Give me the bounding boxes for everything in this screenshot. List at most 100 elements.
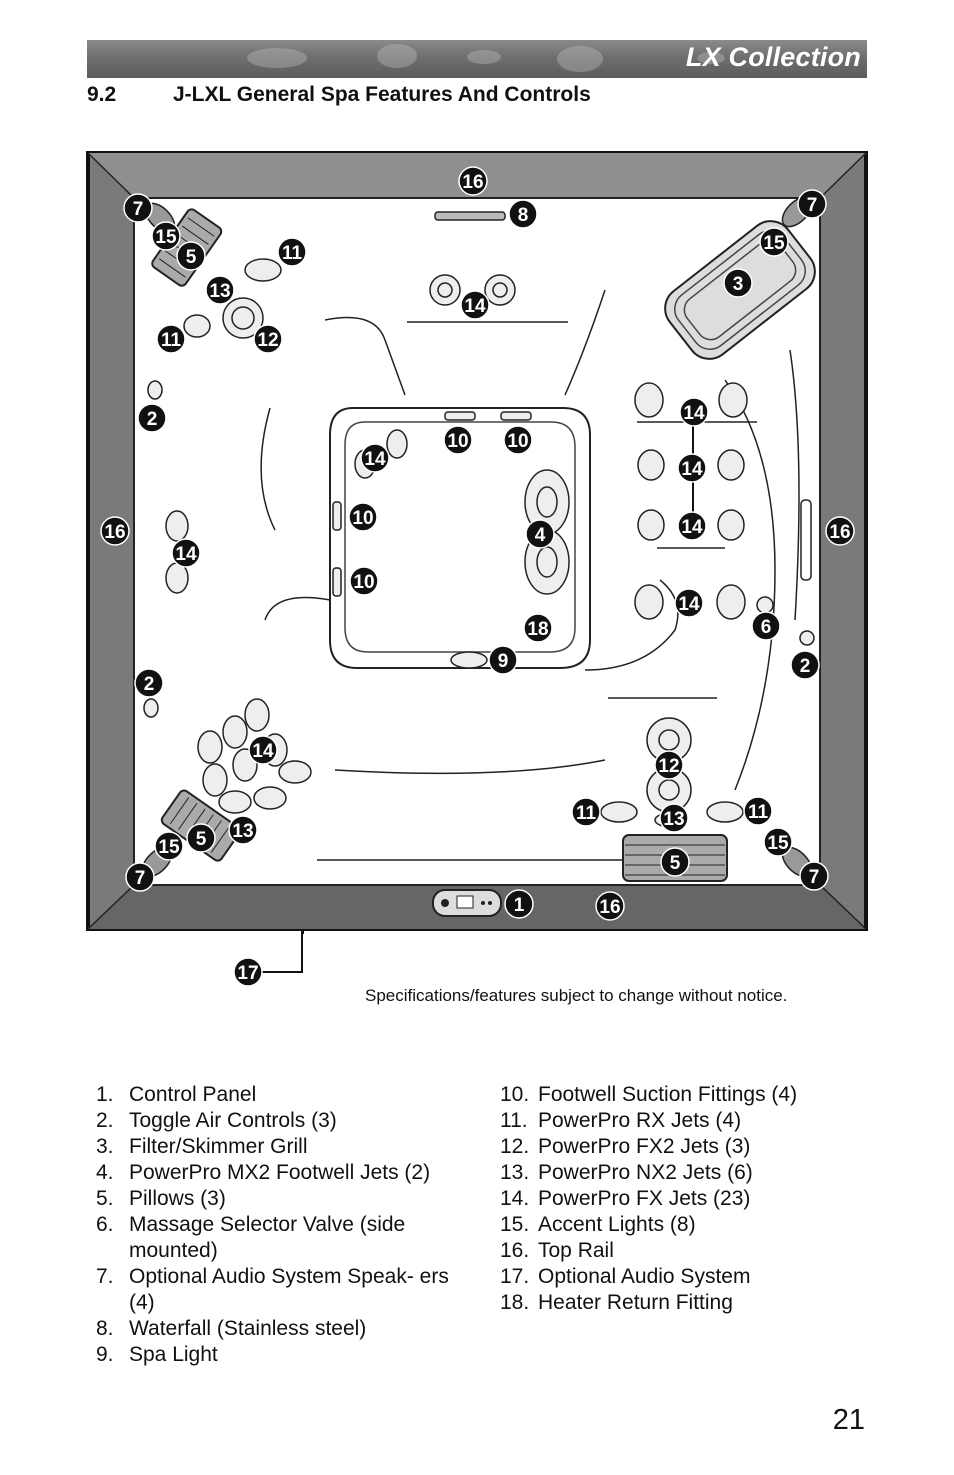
- legend-item: 1.Control Panel: [96, 1083, 257, 1106]
- svg-text:7: 7: [809, 867, 820, 888]
- callout-7-tr: 7: [797, 189, 827, 219]
- svg-text:16: 16: [104, 522, 125, 543]
- svg-text:1: 1: [514, 895, 525, 916]
- callout-6: 6: [751, 611, 781, 641]
- callout-4: 4: [525, 519, 555, 549]
- callout-2-right: 2: [790, 650, 820, 680]
- svg-text:14: 14: [464, 296, 486, 317]
- svg-text:12: 12: [658, 756, 679, 777]
- legend-item: 10.Footwell Suction Fittings (4): [500, 1083, 798, 1106]
- legend-item: 4.PowerPro MX2 Footwell Jets (2): [96, 1161, 431, 1184]
- svg-text:17: 17: [237, 963, 258, 984]
- svg-text:14: 14: [681, 517, 703, 538]
- legend-item: 9.Spa Light: [96, 1343, 218, 1366]
- callout-17: 17: [233, 957, 263, 987]
- svg-text:10: 10: [507, 431, 528, 452]
- svg-text:10: 10: [353, 572, 374, 593]
- callout-15-tl: 15: [151, 221, 181, 251]
- svg-text:2: 2: [800, 656, 811, 677]
- svg-text:13: 13: [232, 821, 253, 842]
- callout-10-a: 10: [443, 425, 473, 455]
- callout-14-footwell: 14: [360, 443, 390, 473]
- banner-title: LX Collection: [685, 42, 861, 72]
- svg-text:6: 6: [761, 617, 772, 638]
- svg-text:16: 16: [462, 172, 483, 193]
- callout-3: 3: [723, 268, 753, 298]
- svg-text:7: 7: [133, 199, 144, 220]
- callout-15-br: 15: [763, 827, 793, 857]
- callout-13-bottom: 13: [659, 803, 689, 833]
- callout-18: 18: [523, 613, 553, 643]
- svg-text:2: 2: [144, 674, 155, 695]
- legend-left: 1.Control Panel 2.Toggle Air Controls (3…: [96, 1082, 456, 1368]
- svg-text:11: 11: [576, 803, 597, 824]
- legend-item: 12.PowerPro FX2 Jets (3): [500, 1135, 751, 1158]
- footwell: [329, 407, 591, 669]
- svg-text:16: 16: [599, 897, 620, 918]
- callout-11-tl1: 11: [277, 237, 307, 267]
- callout-11-tl2: 11: [156, 324, 186, 354]
- callout-14-right4: 14: [674, 588, 704, 618]
- svg-text:14: 14: [252, 741, 274, 762]
- callout-10-d: 10: [349, 566, 379, 596]
- callout-16-top: 16: [458, 166, 488, 196]
- callout-16-right: 16: [825, 516, 855, 546]
- callout-12-tl: 12: [253, 324, 283, 354]
- svg-text:11: 11: [748, 802, 769, 823]
- svg-text:16: 16: [829, 522, 850, 543]
- svg-text:14: 14: [683, 403, 705, 424]
- svg-text:5: 5: [670, 853, 681, 874]
- svg-text:13: 13: [663, 809, 684, 830]
- svg-text:12: 12: [257, 330, 278, 351]
- callout-5-bottom: 5: [660, 847, 690, 877]
- svg-text:14: 14: [364, 449, 386, 470]
- legend-item: 15.Accent Lights (8): [500, 1213, 696, 1236]
- callout-11-b2: 11: [743, 796, 773, 826]
- svg-text:15: 15: [155, 227, 177, 248]
- callouts: 16 8 7 7 15 15 5 11 13 3 11 12 14 2 14 1…: [100, 166, 855, 987]
- legend-item: 8.Waterfall (Stainless steel): [96, 1317, 367, 1340]
- svg-text:18: 18: [527, 619, 548, 640]
- callout-12-bottom: 12: [654, 750, 684, 780]
- legend-item: 13.PowerPro NX2 Jets (6): [500, 1161, 753, 1184]
- callout-11-b1: 11: [571, 797, 601, 827]
- svg-text:5: 5: [196, 829, 207, 850]
- callout-16-bottom: 16: [595, 891, 625, 921]
- legend-item: 14.PowerPro FX Jets (23): [500, 1187, 751, 1210]
- callout-15-tr: 15: [759, 227, 789, 257]
- callout-14-right1: 14: [679, 397, 709, 427]
- callout-7-br: 7: [799, 861, 829, 891]
- callout-5-bl: 5: [186, 823, 216, 853]
- svg-text:9: 9: [498, 651, 509, 672]
- callout-10-c: 10: [348, 502, 378, 532]
- svg-text:2: 2: [147, 409, 158, 430]
- svg-text:7: 7: [135, 868, 146, 889]
- callout-14-left: 14: [171, 538, 201, 568]
- waterfall: [434, 211, 506, 221]
- svg-text:11: 11: [161, 330, 182, 351]
- callout-10-b: 10: [503, 425, 533, 455]
- control-panel: [432, 889, 502, 917]
- legend-item: 3.Filter/Skimmer Grill: [96, 1135, 308, 1158]
- svg-text:5: 5: [186, 247, 197, 268]
- callout-1: 1: [504, 889, 534, 919]
- legend-item: 6.Massage Selector Valve (side mounted): [96, 1213, 406, 1262]
- svg-text:14: 14: [681, 459, 703, 480]
- section-title: J-LXL General Spa Features And Controls: [173, 83, 591, 106]
- svg-text:4: 4: [535, 525, 546, 546]
- legend-item: 11.PowerPro RX Jets (4): [500, 1109, 742, 1132]
- svg-text:10: 10: [447, 431, 468, 452]
- page-number: 21: [832, 1404, 865, 1436]
- callout-7-bl: 7: [125, 862, 155, 892]
- legend-right: 10.Footwell Suction Fittings (4) 11.Powe…: [500, 1082, 880, 1316]
- callout-9: 9: [488, 645, 518, 675]
- svg-text:8: 8: [518, 205, 529, 226]
- spa-diagram: 16 8 7 7 15 15 5 11 13 3 11 12 14 2 14 1…: [86, 151, 868, 987]
- legend-item: 17.Optional Audio System: [500, 1265, 751, 1288]
- legend-item: 5.Pillows (3): [96, 1187, 226, 1210]
- legend-item: 16.Top Rail: [500, 1239, 614, 1262]
- callout-7-tl: 7: [123, 193, 153, 223]
- callout-15-bl: 15: [154, 831, 184, 861]
- svg-text:15: 15: [158, 837, 180, 858]
